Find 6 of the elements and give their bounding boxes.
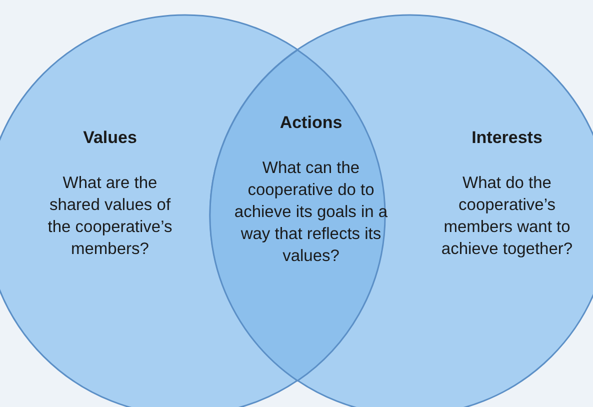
question-text: What can the cooperative do to achieve its goals in a way that reflects its values? [233,158,389,267]
question-text: What are the shared values of the cooperative’s members? [46,173,174,260]
question-text: What do the cooperative’s members want to achieve together? [440,173,574,260]
heading: Actions [280,112,342,133]
heading: Interests [472,128,542,148]
heading: Values [83,128,137,148]
